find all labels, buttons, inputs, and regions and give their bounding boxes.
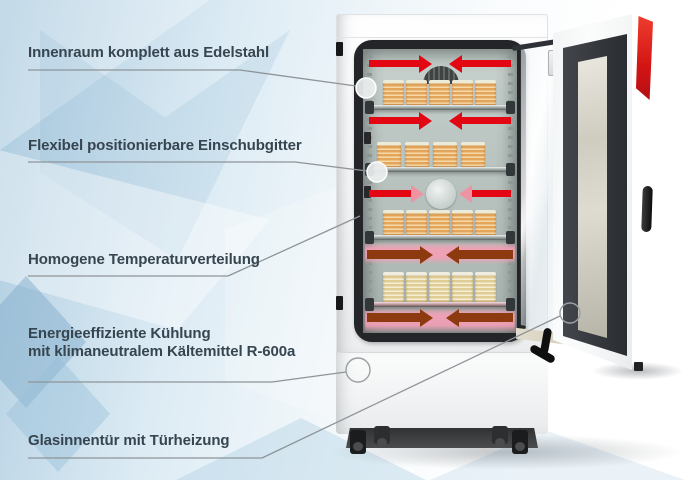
- feature-label-line: Energieeffiziente Kühlung: [28, 325, 211, 342]
- airflow-arrow-icon: [369, 117, 419, 124]
- brand-accent-wedge: [636, 16, 653, 100]
- petri-dish-stack: [433, 142, 457, 167]
- chamber-interior: [363, 49, 517, 333]
- door-shadow: [592, 362, 684, 380]
- rail-clip: [364, 186, 371, 198]
- petri-dish-stack: [377, 142, 401, 167]
- feature-label-einschubgitter: Flexibel positionierbare Einschubgitter: [28, 137, 302, 154]
- petri-dish-stack: [429, 272, 450, 302]
- petri-dish-stack: [405, 142, 429, 167]
- petri-dish-stack: [406, 272, 427, 302]
- door-foot: [634, 362, 643, 371]
- airflow-arrow-icon: [369, 190, 411, 197]
- feature-label-kuehlung: Energieeffiziente Kühlung mit klimaneutr…: [28, 325, 295, 361]
- petri-dish-stack: [429, 210, 450, 235]
- cooling-unit-compartment: [336, 352, 548, 434]
- petri-dish-stack: [452, 272, 473, 302]
- caster-wheel: [350, 430, 366, 454]
- door-handle: [641, 185, 653, 233]
- airflow-arrow-icon: [367, 313, 420, 322]
- petri-dish-stack: [406, 210, 427, 235]
- airflow-arrow-icon: [462, 117, 511, 124]
- shelf: [365, 231, 515, 244]
- petri-dish-stack: [452, 80, 473, 105]
- caster-wheel: [512, 430, 528, 454]
- shelf: [365, 298, 515, 311]
- petri-dish-stack: [383, 210, 404, 235]
- petri-dish-stack: [429, 80, 450, 105]
- petri-dish-stack: [452, 210, 473, 235]
- airflow-arrow-icon: [472, 190, 511, 197]
- airflow-arrow-icon: [369, 60, 419, 67]
- caster-wheel: [374, 426, 390, 447]
- petri-dish-stack: [475, 80, 496, 105]
- door-inner-panel: [578, 56, 607, 338]
- petri-dish-stack: [383, 80, 404, 105]
- door-latch: [336, 42, 343, 56]
- feature-label-temperatur: Homogene Temperaturverteilung: [28, 251, 260, 268]
- airflow-arrow-icon: [462, 60, 511, 67]
- petri-dish-stack: [406, 80, 427, 105]
- fan-icon: [426, 179, 456, 209]
- door-latch: [336, 296, 343, 310]
- petri-dish-stack: [475, 210, 496, 235]
- feature-label-innenraum: Innenraum komplett aus Edelstahl: [28, 44, 270, 61]
- rail-clip: [364, 132, 371, 144]
- feature-label-line: mit klimaneutralem Kältemittel R-600a: [28, 343, 296, 360]
- airflow-arrow-icon: [459, 250, 513, 259]
- outer-door-open: [550, 12, 654, 372]
- shelf: [365, 163, 515, 176]
- shelf: [365, 101, 515, 114]
- airflow-arrow-icon: [367, 250, 420, 259]
- airflow-arrow-icon: [459, 313, 513, 322]
- caster-wheel: [492, 426, 508, 447]
- feature-label-glastuer: Glasinnentür mit Türheizung: [28, 432, 230, 449]
- petri-dish-stack: [475, 272, 496, 302]
- petri-dish-stack: [461, 142, 485, 167]
- cabinet-top-seam: [337, 37, 547, 38]
- petri-dish-stack: [383, 272, 404, 302]
